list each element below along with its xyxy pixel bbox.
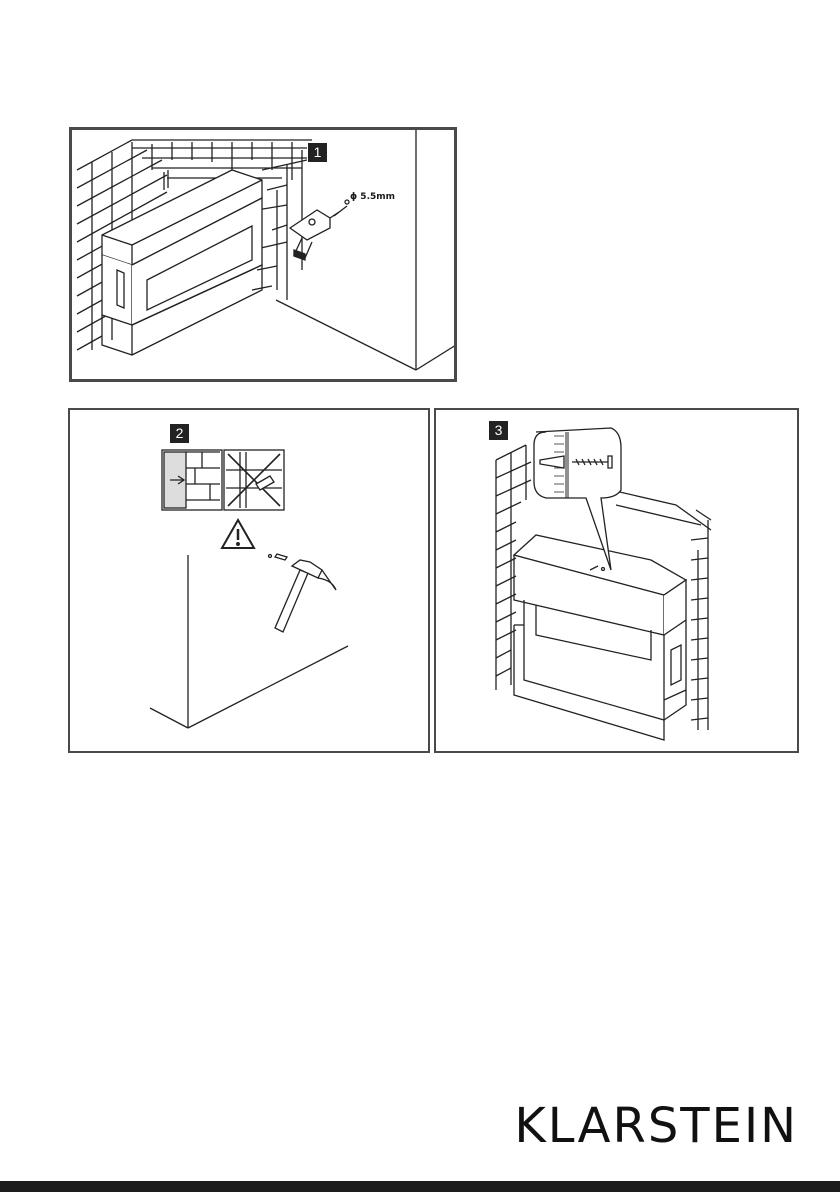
step-3-panel: 3	[434, 408, 799, 753]
footer-bar	[0, 1181, 840, 1192]
incorrect-installation-inset	[224, 450, 284, 510]
step-1-illustration	[72, 130, 456, 381]
wall-plug-icon	[269, 554, 288, 560]
step-2-panel: 2	[68, 408, 430, 753]
step-3-illustration	[436, 410, 797, 751]
drill-icon	[290, 206, 347, 260]
wall-corner	[276, 130, 456, 370]
correct-installation-inset	[162, 450, 222, 510]
drill-diameter-label: ϕ 5.5mm	[350, 192, 395, 202]
step-3-number: 3	[489, 421, 508, 440]
drill-hole	[345, 200, 349, 204]
wall-corner	[150, 555, 348, 728]
fireplace-unit	[514, 535, 686, 740]
brand-logo: KLARSTEIN	[514, 1098, 798, 1154]
step-1-number: 1	[308, 143, 327, 162]
step-1-panel: 1 ϕ 5.5mm	[69, 127, 457, 382]
warning-icon	[222, 520, 254, 548]
step-2-number: 2	[170, 424, 189, 443]
hammer-icon	[275, 560, 336, 632]
step-2-illustration	[70, 410, 428, 751]
